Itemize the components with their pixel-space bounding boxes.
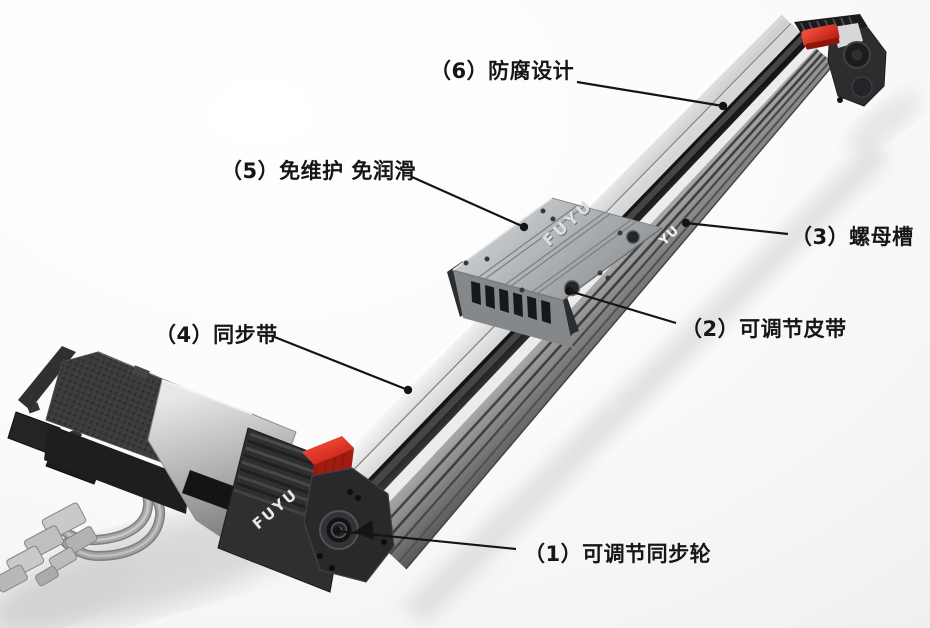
carriage-front-face [453, 270, 573, 348]
leader-line-5 [411, 175, 529, 232]
leader-line-6 [576, 80, 728, 111]
bracket-slot [182, 470, 236, 510]
counterbore-hole [625, 229, 641, 245]
motor-assembly: FUYU [0, 346, 395, 593]
rail-right-flange [355, 42, 816, 529]
nut-slot [389, 56, 827, 555]
motor-side-face [44, 424, 190, 514]
carriage: FUYU FUYU [447, 195, 664, 348]
nut-slot [398, 60, 831, 563]
rail-side-face [364, 48, 834, 569]
callout-3: （3）螺母槽 [791, 225, 914, 249]
callout-1: （1）可调节同步轮 [524, 542, 712, 566]
leader-line-2 [564, 286, 677, 325]
cable-connectors [0, 502, 98, 593]
carriage-grooves [478, 204, 638, 294]
leader-line-4 [271, 334, 413, 395]
leader-lines [271, 80, 789, 551]
end-face-screws [317, 489, 387, 571]
leader-line-1 [332, 520, 517, 551]
belt-teeth [471, 281, 551, 324]
callout-2: （2）可调节皮带 [681, 317, 847, 341]
leader-line-3 [681, 218, 789, 236]
idle-end-cap [794, 14, 887, 107]
callout-6: （6）防腐设计 [430, 59, 575, 83]
callout-4: （4）同步带 [155, 323, 278, 347]
nut-slot [372, 49, 819, 538]
callout-5: （5）免维护 免润滑 [221, 159, 416, 183]
carriage-screw-holes [463, 208, 623, 293]
red-end-clamp [801, 24, 840, 50]
